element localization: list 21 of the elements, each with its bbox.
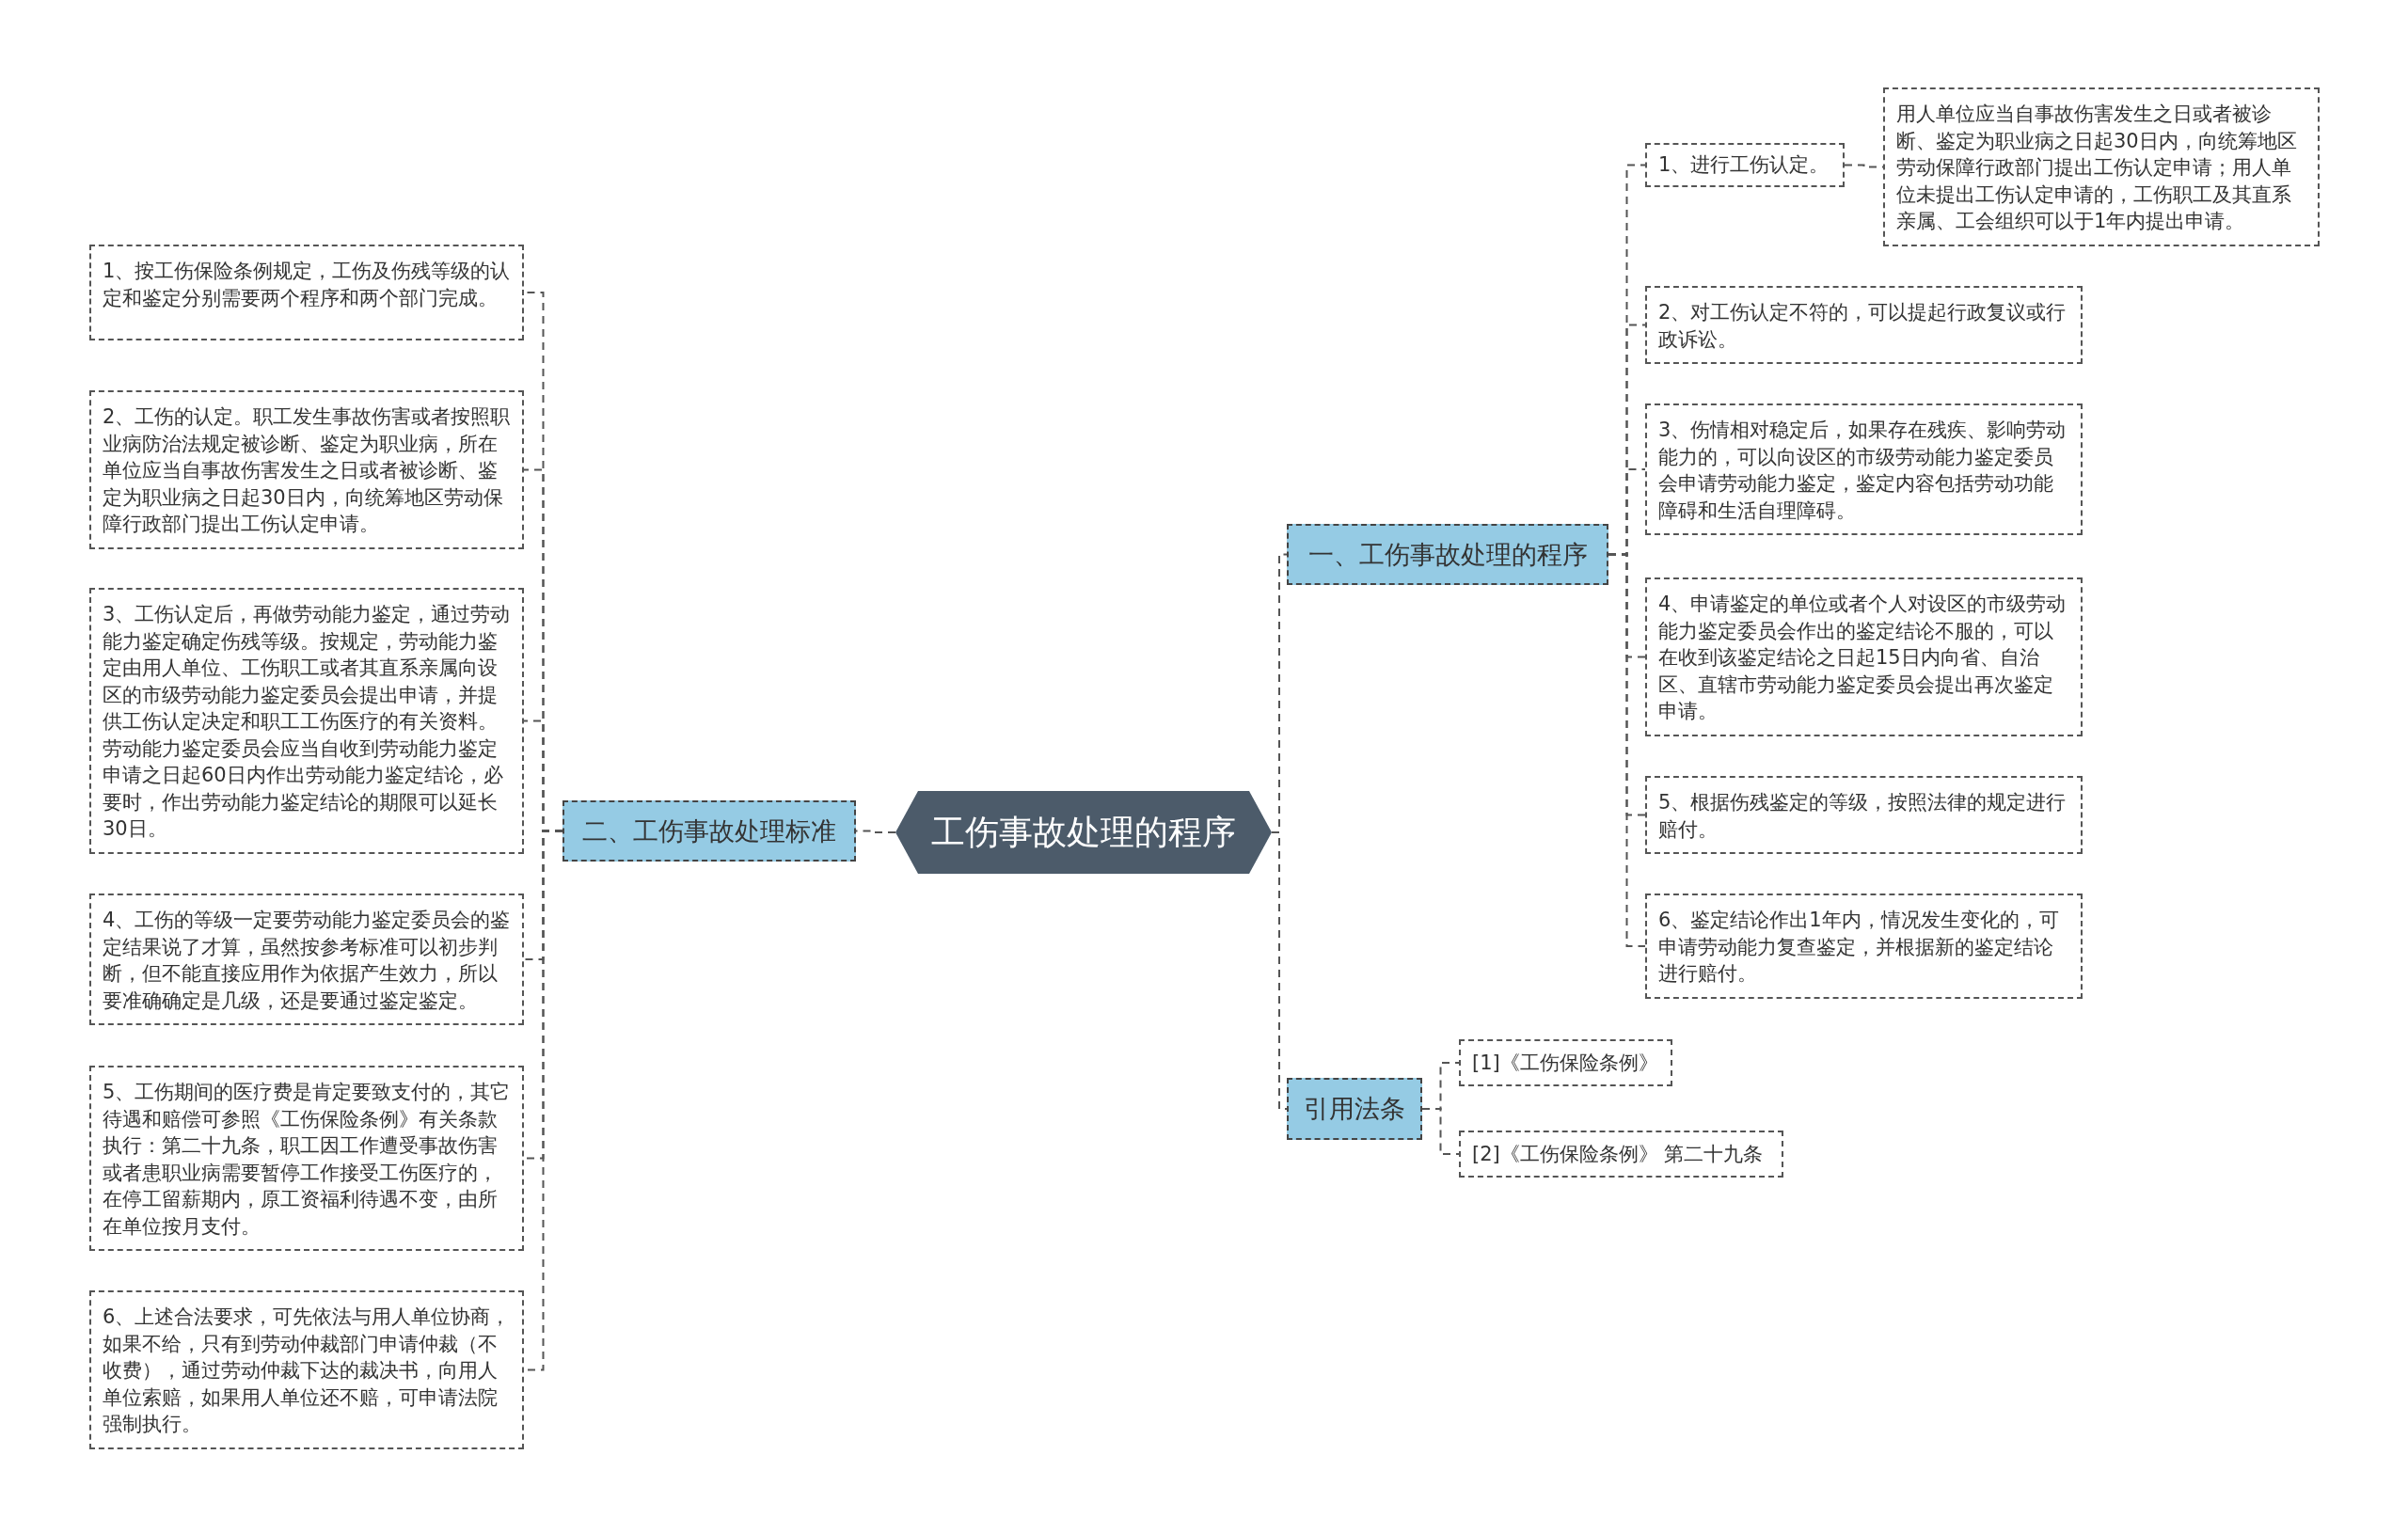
note-box: [2]《工伤保险条例》 第二十九条	[1459, 1131, 1783, 1178]
note-box: 5、工伤期间的医疗费是肯定要致支付的，其它待遇和赔偿可参照《工伤保险条例》有关条款执行：第二十九条，职工因工作遭受事故伤害或者患职业病需要暂停工作接受工伤医疗的，在停工留薪期内，原工资福利待遇不变，由所在单位按月支付。	[89, 1066, 524, 1251]
topic-box: 引用法条	[1287, 1078, 1422, 1140]
note-box: 1、进行工伤认定。	[1645, 143, 1845, 187]
note-box: 6、上述合法要求，可先依法与用人单位协商，如果不给，只有到劳动仲裁部门申请仲裁（不收费），通过劳动仲裁下达的裁决书，向用人单位索赔，如果用人单位还不赔，可申请法院强制执行。	[89, 1290, 524, 1449]
note-box: 3、伤情相对稳定后，如果存在残疾、影响劳动能力的，可以向设区的市级劳动能力鉴定委员会申请劳动能力鉴定，鉴定内容包括劳动功能障碍和生活自理障碍。	[1645, 403, 2083, 535]
note-box: 3、工伤认定后，再做劳动能力鉴定，通过劳动能力鉴定确定伤残等级。按规定，劳动能力鉴定由用人单位、工伤职工或者其直系亲属向设区的市级劳动能力鉴定委员会提出申请，并提供工伤认定决定和职工工伤医疗的有关资料。劳动能力鉴定委员会应当自收到劳动能力鉴定申请之日起60日内作出劳动能力鉴定结论，必要时，作出劳动能力鉴定结论的期限可以延长30日。	[89, 588, 524, 854]
note-box: 2、对工伤认定不符的，可以提起行政复议或行政诉讼。	[1645, 286, 2083, 364]
note-box: 5、根据伤残鉴定的等级，按照法律的规定进行赔付。	[1645, 776, 2083, 854]
note-box: 1、按工伤保险条例规定，工伤及伤残等级的认定和鉴定分别需要两个程序和两个部门完成。	[89, 245, 524, 340]
topic-box: 一、工伤事故处理的程序	[1287, 524, 1608, 585]
note-box: [1]《工伤保险条例》	[1459, 1039, 1672, 1086]
note-box: 6、鉴定结论作出1年内，情况发生变化的，可申请劳动能力复查鉴定，并根据新的鉴定结论进行赔付。	[1645, 894, 2083, 999]
central-topic: 工伤事故处理的程序	[895, 791, 1272, 874]
topic-box: 二、工伤事故处理标准	[562, 800, 856, 862]
note-box: 4、工伤的等级一定要劳动能力鉴定委员会的鉴定结果说了才算，虽然按参考标准可以初步判断，但不能直接应用作为依据产生效力，所以要准确确定是几级，还是要通过鉴定鉴定。	[89, 894, 524, 1025]
connector	[1271, 831, 1288, 1110]
note-box: 4、申请鉴定的单位或者个人对设区的市级劳动能力鉴定委员会作出的鉴定结论不服的，可以在收到该鉴定结论之日起15日内向省、自治区、直辖市劳动能力鉴定委员会提出再次鉴定申请。	[1645, 577, 2083, 736]
note-box: 用人单位应当自事故伤害发生之日或者被诊断、鉴定为职业病之日起30日内，向统筹地区劳动保障行政部门提出工伤认定申请；用人单位未提出工伤认定申请的，工伤职工及其直系亲属、工会组织可以于1年内提出申请。	[1883, 87, 2320, 246]
note-box: 2、工伤的认定。职工发生事故伤害或者按照职业病防治法规定被诊断、鉴定为职业病，所在单位应当自事故伤害发生之日或者被诊断、鉴定为职业病之日起30日内，向统筹地区劳动保障行政部门提出工伤认定申请。	[89, 390, 524, 549]
connector	[1421, 1108, 1460, 1155]
